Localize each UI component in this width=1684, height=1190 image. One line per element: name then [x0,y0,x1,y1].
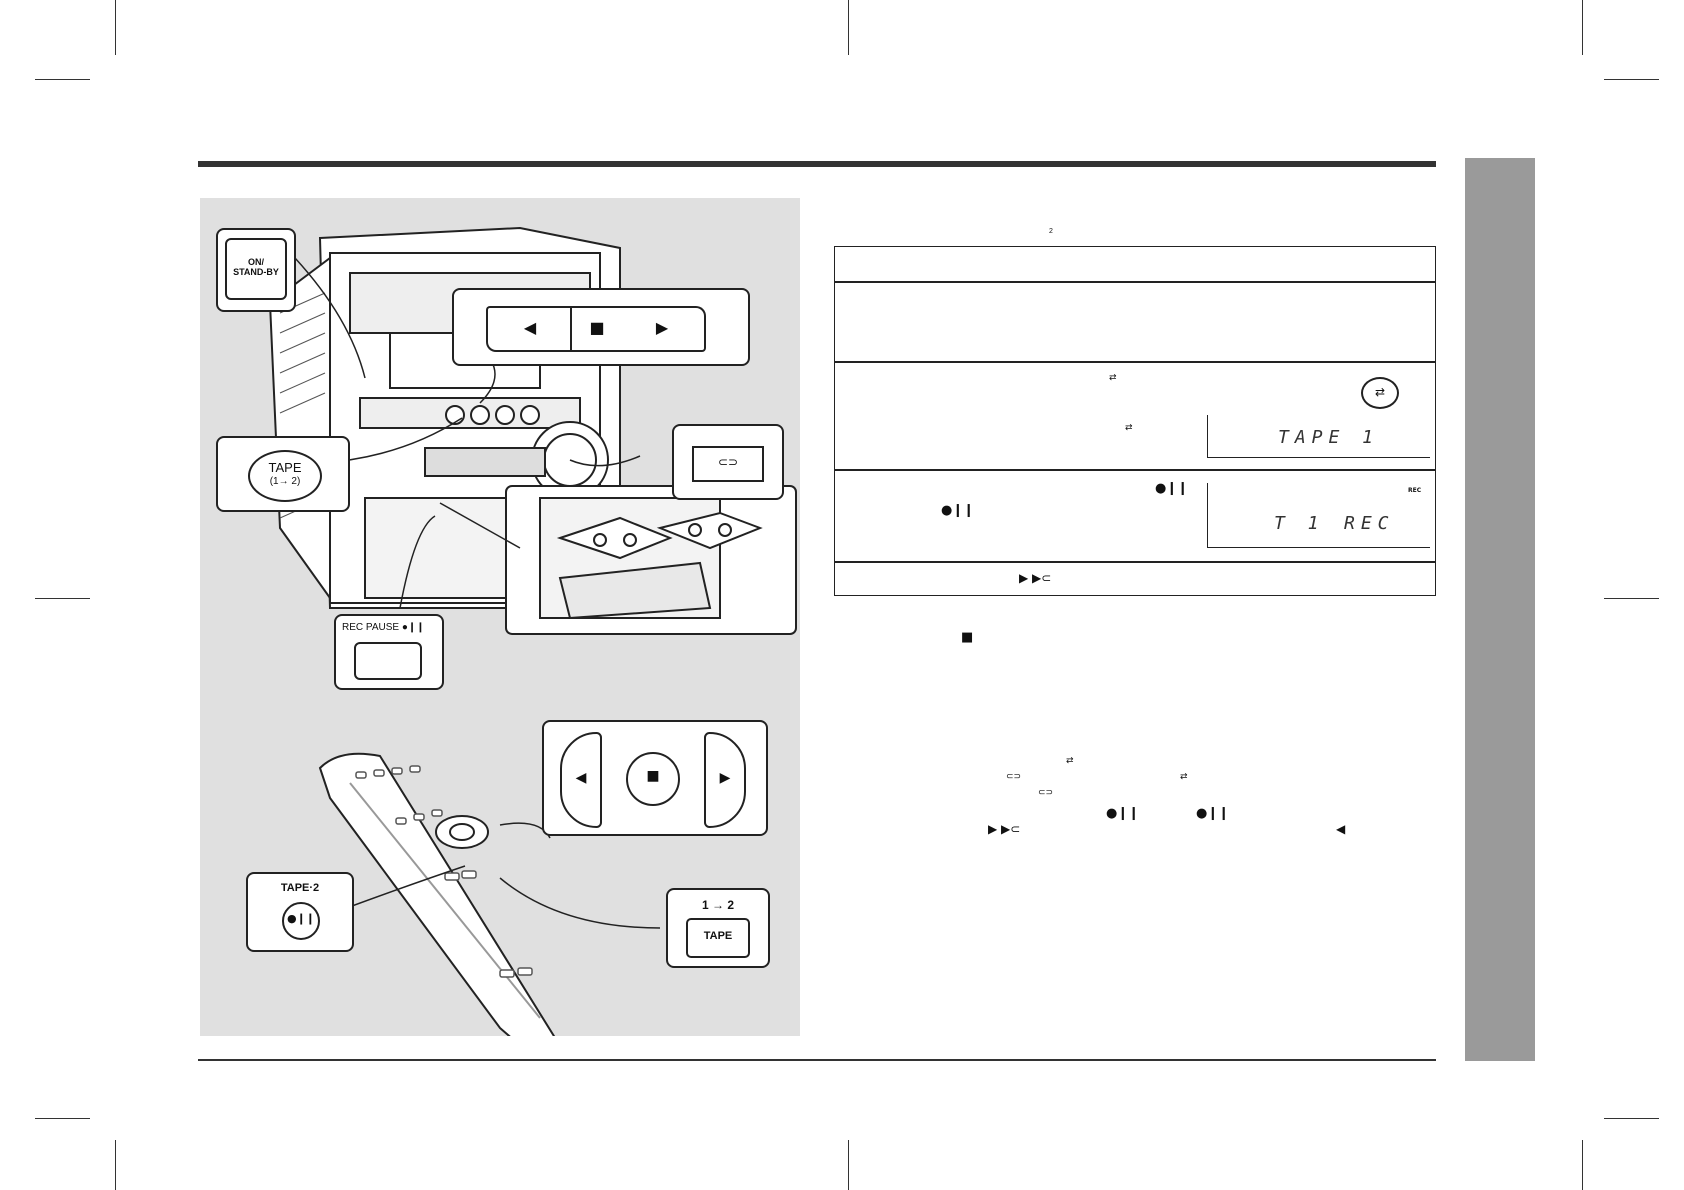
remote-transport-callout: ◀ ■ ▶ [542,720,768,836]
stop-icon: ■ [589,318,605,337]
crop-mark [115,0,116,55]
rec-pause-icon: ●❙❙ [1196,806,1230,821]
on-standby-callout: ON/ STAND-BY [216,228,296,312]
tape2-callout: TAPE·2 ●❙❙ [246,872,354,952]
stop-icon: ■ [961,630,974,645]
deck-stop-button[interactable]: ■ [570,306,624,352]
tape-mode-icon: ⊂⊃ [1038,788,1054,798]
on-standby-label: ON/ STAND-BY [233,257,279,277]
lcd-track-text: T 1 [1274,513,1325,534]
header-rule [198,161,1436,167]
lcd-display: TAPE 1 [1207,415,1430,458]
lcd-display: T 1 REC REC [1207,483,1430,548]
play-icon: ▶ [719,770,731,786]
reverse-indicator-symbol: ⇄ [1374,385,1386,399]
tape-sub-label: (1→ 2) [269,476,301,487]
rec-indicator: REC [1408,487,1422,494]
rec-pause-icon: ●❙❙ [1155,481,1189,496]
tape-label: TAPE [268,460,302,475]
stop-icon: ■ [646,768,660,784]
reverse-symbol: ⇄ [1066,756,1074,766]
deck-rewind-button[interactable]: ◀ [486,306,572,352]
tape-mode-icon: ⊂⊃ [1006,772,1022,782]
crop-mark [1604,1118,1659,1119]
play-icons: ▶ ▶⊂ [1019,571,1052,585]
remote-tape-label: TAPE [703,930,733,942]
rec-pause-icon: ●❙❙ [286,912,316,925]
crop-mark [848,0,849,55]
tape-1to2-callout: 1 → 2 TAPE [666,888,770,968]
crop-mark [1604,79,1659,80]
tape-callout: TAPE (1→ 2) [216,436,350,512]
table-row-divider [835,561,1435,563]
crop-mark [115,1140,116,1190]
rewind-icon: ◀ [523,318,537,337]
crop-mark [35,598,90,599]
reverse-symbol: ⇄ [1125,423,1133,433]
remote-tape-button[interactable]: TAPE [686,918,750,958]
section-tab [1465,158,1535,1061]
crop-mark [848,1140,849,1190]
crop-mark [35,1118,90,1119]
reverse-symbol: ⇄ [1180,772,1188,782]
instruction-table: ⇄ ⇄ ⇄ TAPE 1 ●❙❙ ●❙❙ T 1 REC REC ▶ ▶⊂ [834,246,1436,596]
rec-pause-label: REC PAUSE ●❙❙ [342,622,425,633]
rec-pause-icon: ●❙❙ [1106,806,1140,821]
remote-stop-button[interactable]: ■ [626,752,680,806]
deck-play-button[interactable]: ▶ [620,306,706,352]
table-row-divider [835,361,1435,363]
tape2-label: TAPE·2 [280,882,320,894]
reverse-mode-icon: ⊂⊃ [717,455,739,469]
lcd-text: TAPE 1 [1278,427,1380,448]
crop-mark [1582,0,1583,55]
deck-buttons-callout: ◀ ■ ▶ [452,288,750,366]
tape-mode-button[interactable]: ⊂⊃ [692,446,764,482]
on-standby-button[interactable]: ON/ STAND-BY [225,238,287,300]
remote-rewind-button[interactable]: ◀ [560,732,602,828]
table-row-divider [835,281,1435,283]
tape2-rec-pause-button[interactable]: ●❙❙ [282,902,320,940]
footer-rule [198,1059,1436,1061]
play-icons: ▶ ▶⊂ [988,822,1021,836]
illustration-panel: ON/ STAND-BY ◀ ■ ▶ TAPE (1→ 2) ⊂⊃ REC PA… [200,198,800,1036]
crop-mark [35,79,90,80]
reverse-symbol: ⇄ [1109,373,1117,383]
rec-pause-button[interactable] [354,642,422,680]
rec-pause-icon: ●❙❙ [941,503,975,518]
play-icon: ▶ [655,318,669,337]
reverse-indicator-icon: ⇄ [1361,377,1399,409]
rewind-icon: ◀ [575,770,587,786]
superscript-note: 2 [1049,228,1053,235]
lcd-rec-text: REC [1344,513,1395,534]
tape-mode-callout: ⊂⊃ [672,424,784,500]
rewind-icon: ◀ [1336,822,1346,836]
crop-mark [1604,598,1659,599]
crop-mark [1582,1140,1583,1190]
table-row-divider [835,469,1435,471]
rec-pause-callout: REC PAUSE ●❙❙ [334,614,444,690]
tape-button[interactable]: TAPE (1→ 2) [248,450,322,502]
tape-1to2-label: 1 → 2 [701,898,734,912]
remote-play-button[interactable]: ▶ [704,732,746,828]
